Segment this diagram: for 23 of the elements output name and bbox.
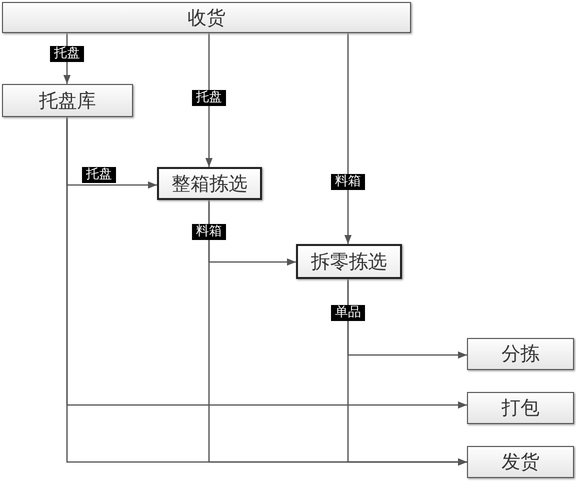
edge-label: 料箱 — [192, 224, 226, 240]
process-box — [467, 338, 574, 370]
process-box — [467, 446, 574, 478]
arrow — [208, 200, 467, 466]
edge-label: 料箱 — [331, 174, 365, 190]
edge-label: 托盘 — [50, 46, 84, 62]
box-label: 收货 — [188, 6, 226, 30]
arrow — [344, 33, 352, 244]
box-label: 拆零拣选 — [311, 250, 387, 274]
process-box — [467, 392, 574, 424]
box-label: 整箱拣选 — [172, 172, 248, 196]
box-label: 托盘库 — [39, 88, 96, 114]
box-label: 发货 — [502, 450, 540, 475]
process-box — [296, 244, 402, 279]
process-box — [2, 84, 133, 117]
edge-label: 托盘 — [192, 90, 226, 106]
box-label: 打包 — [502, 396, 540, 421]
box-label: 分拣 — [502, 342, 540, 367]
arrow — [205, 33, 213, 167]
process-box — [2, 2, 411, 33]
process-box — [157, 167, 262, 200]
edge-label: 单品 — [331, 305, 365, 321]
edge-label: 托盘 — [82, 167, 116, 183]
